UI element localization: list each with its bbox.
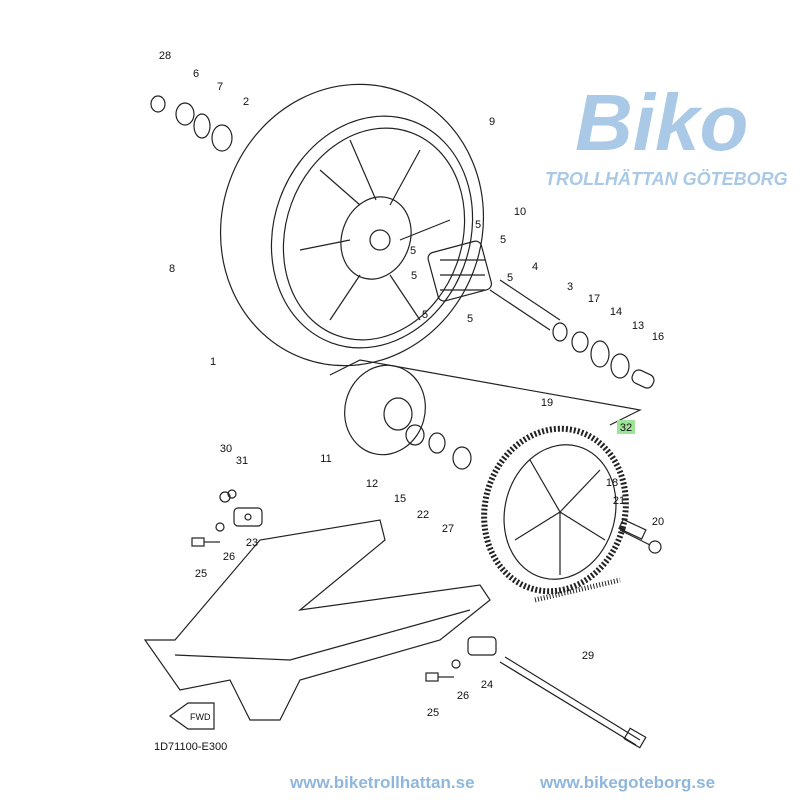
part-callout-5: 5 xyxy=(411,270,417,282)
part-callout-29: 29 xyxy=(582,650,594,662)
part-callout-2: 2 xyxy=(243,96,249,108)
part-callout-32: 32 xyxy=(620,422,632,434)
watermark-url-right: www.bikegoteborg.se xyxy=(539,773,715,792)
part-callout-23: 23 xyxy=(246,537,258,549)
drive-belt xyxy=(534,577,621,603)
part-callout-17: 17 xyxy=(588,293,600,305)
part-callout-5: 5 xyxy=(422,309,428,321)
part-callout-16: 16 xyxy=(652,331,664,343)
part-callout-27: 27 xyxy=(442,523,454,535)
part-callout-7: 7 xyxy=(217,81,223,93)
part-callout-10: 10 xyxy=(514,206,526,218)
part-callout-9: 9 xyxy=(489,116,495,128)
adjuster-block-23 xyxy=(233,507,263,527)
part-callout-5: 5 xyxy=(410,245,416,257)
rear-axle xyxy=(499,656,647,749)
wheel-rim xyxy=(299,139,451,321)
part-callout-20: 20 xyxy=(652,516,664,528)
pulley-hub xyxy=(344,364,472,470)
watermark: Biko TROLLHÄTTAN GÖTEBORG www.biketrollh… xyxy=(289,78,788,792)
part-callout-19: 19 xyxy=(541,397,553,409)
part-callout-3: 3 xyxy=(567,281,573,293)
spacer-and-bearings xyxy=(489,279,655,389)
part-callout-25: 25 xyxy=(195,568,207,580)
part-callout-5: 5 xyxy=(475,219,481,231)
part-callout-5: 5 xyxy=(500,234,506,246)
drive-pulley xyxy=(481,425,629,595)
part-callout-1: 1 xyxy=(210,356,216,368)
part-callout-26: 26 xyxy=(457,690,469,702)
adjuster-block-24 xyxy=(467,636,497,656)
group-bracket-line xyxy=(329,359,642,426)
part-callout-14: 14 xyxy=(610,306,622,318)
part-callout-5: 5 xyxy=(467,313,473,325)
part-callout-24: 24 xyxy=(481,679,493,691)
bolt-18 xyxy=(618,518,651,546)
part-callout-13: 13 xyxy=(632,320,644,332)
watermark-brand: Biko xyxy=(575,78,748,167)
part-callout-30: 30 xyxy=(220,443,232,455)
watermark-cities: TROLLHÄTTAN GÖTEBORG xyxy=(545,169,788,189)
nut-20 xyxy=(648,540,662,554)
bearings-upper-left xyxy=(150,95,233,152)
part-callout-12: 12 xyxy=(366,478,378,490)
fwd-arrow: FWD xyxy=(168,702,215,730)
part-callout-15: 15 xyxy=(394,493,406,505)
part-callout-31: 31 xyxy=(236,455,248,467)
callout-highlight xyxy=(617,420,635,434)
part-callout-8: 8 xyxy=(169,263,175,275)
part-callout-5: 5 xyxy=(507,272,513,284)
part-callout-18: 18 xyxy=(606,477,618,489)
part-callout-4: 4 xyxy=(532,261,538,273)
part-callout-21: 21 xyxy=(613,495,625,507)
damper-set xyxy=(427,240,493,302)
watermark-url-left: www.biketrollhattan.se xyxy=(289,773,475,792)
small-bolts xyxy=(191,489,461,682)
part-callout-11: 11 xyxy=(320,453,331,465)
rear-tire xyxy=(219,83,485,367)
diagram-code: 1D71100-E300 xyxy=(154,741,227,753)
part-callout-28: 28 xyxy=(159,50,171,62)
part-callout-26: 26 xyxy=(223,551,235,563)
part-callout-6: 6 xyxy=(193,68,199,80)
fwd-label: FWD xyxy=(190,712,211,722)
part-callout-22: 22 xyxy=(417,509,429,521)
part-callout-25: 25 xyxy=(427,707,439,719)
swingarm xyxy=(143,519,491,721)
